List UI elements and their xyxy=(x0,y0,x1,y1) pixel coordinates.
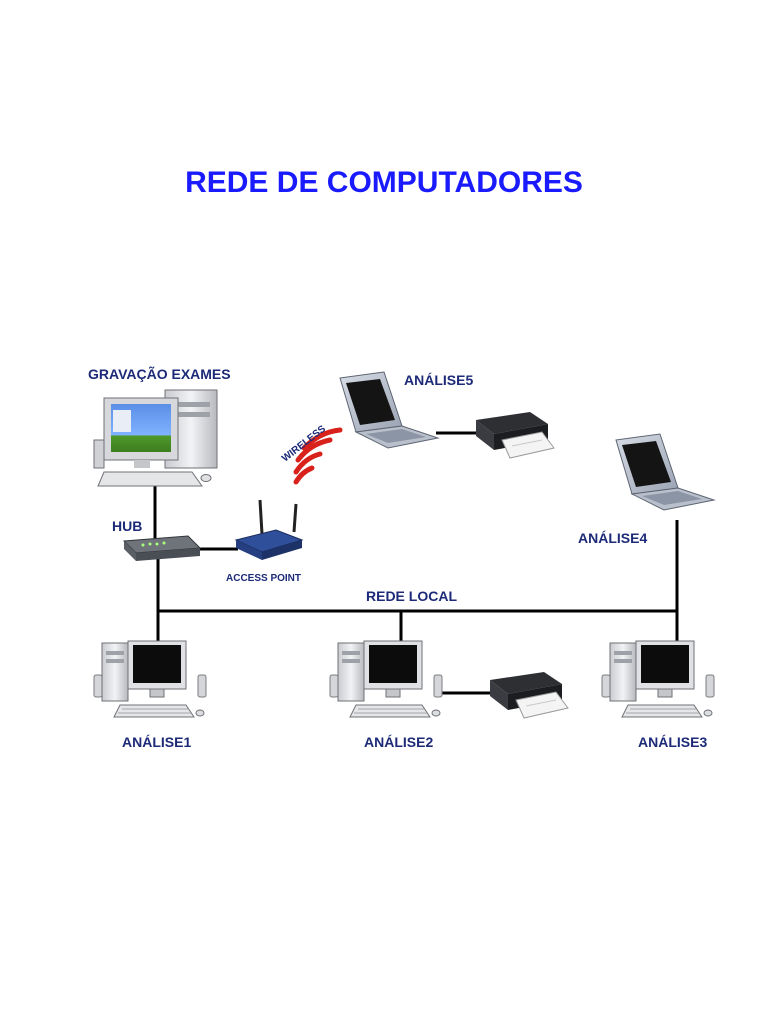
desktop-analise2 xyxy=(329,640,443,718)
printer-analise2 xyxy=(489,671,569,719)
label-recording-station: GRAVAÇÃO EXAMES xyxy=(88,366,231,382)
label-hub: HUB xyxy=(112,518,143,534)
label-analise2: ANÁLISE2 xyxy=(364,734,434,750)
recording-station-computer xyxy=(93,389,218,487)
wireless-router-icon xyxy=(234,499,304,560)
label-analise4: ANÁLISE4 xyxy=(578,530,648,546)
page-title: REDE DE COMPUTADORES xyxy=(185,166,583,199)
desktop-analise1 xyxy=(93,640,207,718)
label-analise3: ANÁLISE3 xyxy=(638,734,708,750)
label-access-point: ACCESS POINT xyxy=(226,573,302,584)
hub-icon xyxy=(122,535,202,561)
label-analise1: ANÁLISE1 xyxy=(122,734,192,750)
desktop-analise3 xyxy=(601,640,715,718)
laptop-analise4 xyxy=(615,433,715,511)
label-rede-local: REDE LOCAL xyxy=(366,588,457,604)
printer-analise5 xyxy=(475,411,555,459)
label-analise5: ANÁLISE5 xyxy=(404,372,474,388)
cables xyxy=(153,431,679,695)
wireless-signal-icon xyxy=(293,427,343,485)
